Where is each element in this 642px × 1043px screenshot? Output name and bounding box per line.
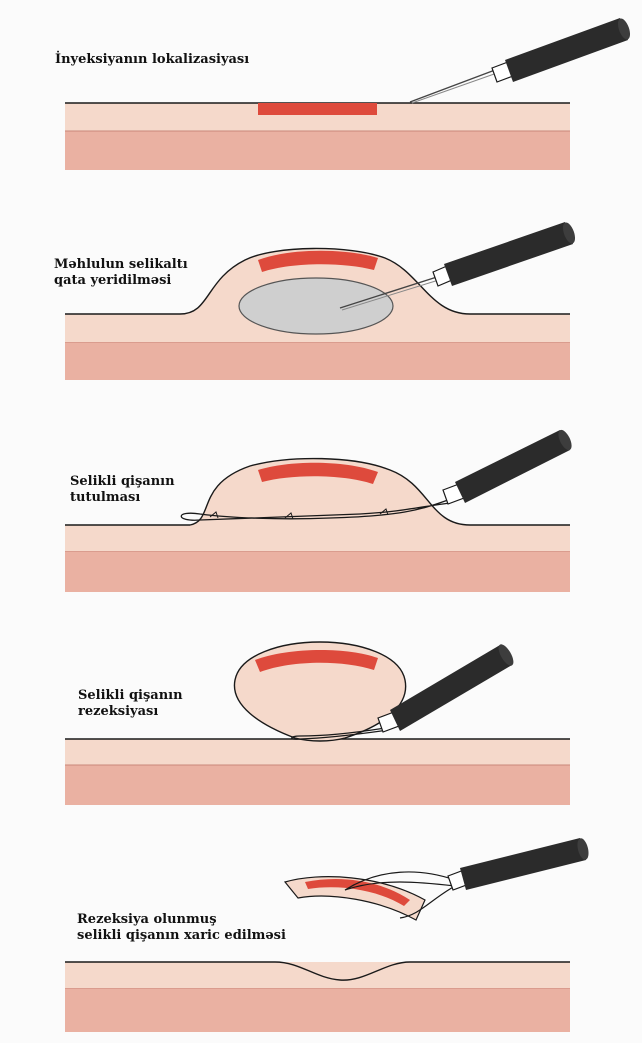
tissue-lower-layer [65, 131, 570, 170]
snare-instrument [448, 837, 591, 890]
step-submucosal-injection: Məhlulun selikaltı qata yeridilməsi [0, 200, 642, 400]
step-localization-label: İnyeksiyanın lokalizasiyası [55, 52, 249, 68]
injection-needle-instrument [410, 17, 632, 103]
step-snare-capture: Selikli qişanın tutulması [0, 400, 642, 610]
step-retrieval-label: Rezeksiya olunmuş selikli qişanın xaric … [77, 912, 286, 944]
step-resection: Selikli qişanın rezeksiyası [0, 610, 642, 820]
lesion [258, 103, 377, 115]
step-localization-illustration [0, 0, 642, 200]
submucosal-fluid-cushion [239, 278, 393, 334]
step-resection-label: Selikli qişanın rezeksiyası [78, 688, 183, 720]
step-snare-capture-label: Selikli qişanın tutulması [70, 474, 175, 506]
snare-instrument [443, 428, 574, 504]
step-submucosal-injection-illustration [0, 200, 642, 400]
step-submucosal-injection-label: Məhlulun selikaltı qata yeridilməsi [54, 257, 188, 289]
step-localization: İnyeksiyanın lokalizasiyası [0, 0, 642, 200]
step-retrieval: Rezeksiya olunmuş selikli qişanın xaric … [0, 820, 642, 1043]
